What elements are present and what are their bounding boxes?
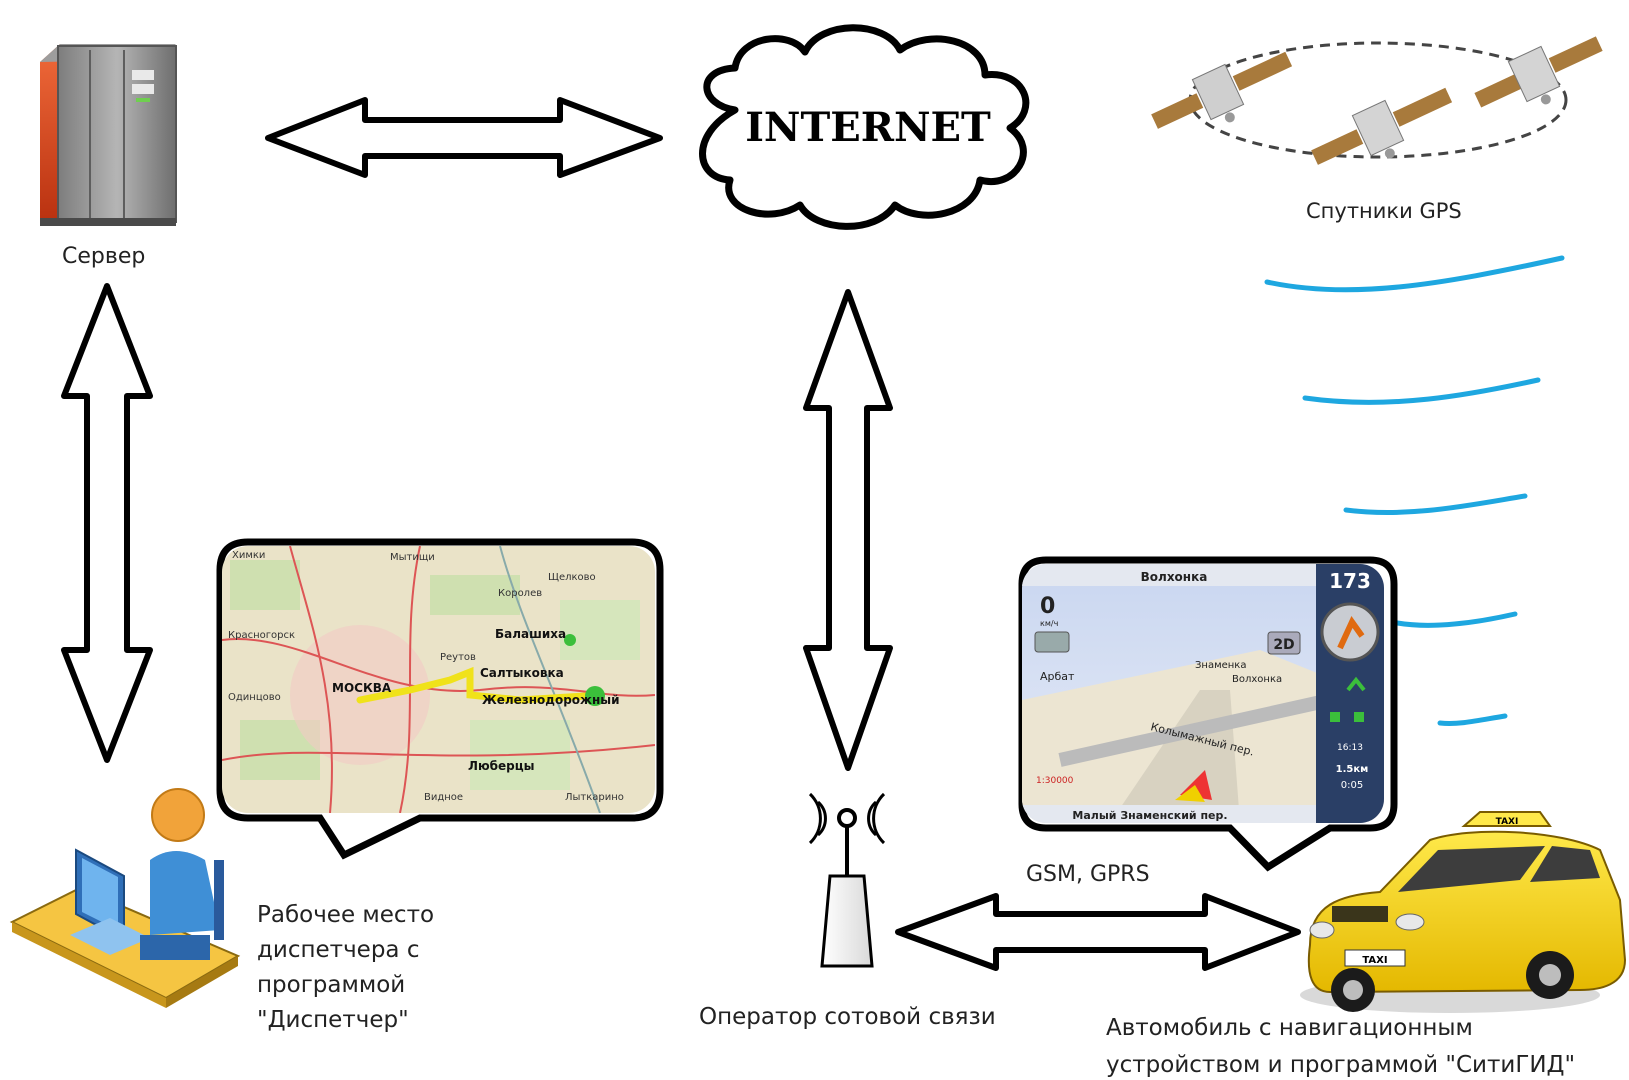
nav-time: 0:05	[1341, 780, 1363, 791]
gsm-gprs-link-label: GSM, GPRS	[1026, 862, 1150, 887]
svg-text:Реутов: Реутов	[440, 652, 476, 663]
nav-clock: 16:13	[1337, 743, 1363, 753]
svg-text:Щелково: Щелково	[548, 572, 596, 583]
dispatcher-map-bubble: Химки Мытищи Королев Щелково Балашиха Ре…	[216, 538, 664, 860]
svg-text:Волхонка: Волхонка	[1232, 674, 1282, 685]
svg-text:Одинцово: Одинцово	[228, 692, 281, 703]
gps-satellites-label: Спутники GPS	[1306, 199, 1462, 223]
svg-text:Химки: Химки	[232, 550, 265, 561]
navigator-bubble: Волхонка 0 км/ч 2D 173 16:13 1.5км 0:05 …	[1018, 556, 1398, 872]
gps-satellites-icon	[1151, 36, 1603, 165]
nav-speed-unit: км/ч	[1040, 619, 1058, 628]
arrow-internet-operator	[803, 289, 893, 771]
nav-speed: 0	[1040, 594, 1055, 619]
cell-operator-label: Оператор сотовой связи	[699, 1004, 996, 1030]
arrow-operator-car	[895, 893, 1301, 971]
internet-cloud-icon	[699, 24, 1030, 230]
svg-text:Люберцы: Люберцы	[468, 759, 535, 773]
gps-signal-waves	[1264, 255, 1565, 726]
svg-text:МОСКВА: МОСКВА	[332, 681, 392, 695]
svg-text:Красногорск: Красногорск	[228, 630, 295, 641]
svg-text:Балашиха: Балашиха	[495, 627, 566, 641]
taxi-car-icon: TAXI TAXI	[1300, 811, 1627, 1013]
cell-tower-icon	[808, 792, 886, 968]
nav-street-top: Волхонка	[1141, 570, 1208, 584]
internet-label: INTERNET	[745, 104, 991, 151]
arrow-server-dispatcher	[61, 283, 153, 763]
navigator-screen: Волхонка 0 км/ч 2D 173 16:13 1.5км 0:05 …	[1022, 564, 1384, 823]
svg-text:Видное: Видное	[424, 792, 463, 803]
nav-mode: 2D	[1273, 637, 1294, 653]
svg-text:Салтыковка: Салтыковка	[480, 666, 564, 680]
svg-text:Железнодорожный: Железнодорожный	[482, 693, 620, 707]
svg-text:Арбат: Арбат	[1040, 670, 1075, 683]
map-place-labels: Химки Мытищи Королев Щелково Балашиха Ре…	[228, 550, 624, 803]
svg-text:Знаменка: Знаменка	[1195, 660, 1246, 671]
dispatcher-label: Рабочее место диспетчера с программой "Д…	[257, 902, 435, 1033]
city-map: Химки Мытищи Королев Щелково Балашиха Ре…	[222, 546, 655, 813]
nav-street-bottom: Малый Знаменский пер.	[1072, 809, 1227, 822]
svg-text:Мытищи: Мытищи	[390, 552, 435, 563]
nav-distance: 1.5км	[1336, 764, 1369, 775]
svg-text:Лыткарино: Лыткарино	[565, 792, 624, 803]
car-label: Автомобиль с навигационным устройством и…	[1106, 1015, 1576, 1078]
server-label: Сервер	[62, 244, 146, 269]
server-icon	[40, 44, 177, 226]
svg-text:Королев: Королев	[498, 588, 542, 599]
arrow-server-internet	[265, 97, 663, 178]
taxi-roof-sign: TAXI	[1496, 817, 1519, 827]
dispatcher-workstation-icon	[9, 788, 241, 1008]
nav-scale: 1:30000	[1036, 776, 1074, 786]
nav-heading: 173	[1329, 569, 1371, 593]
taxi-plate: TAXI	[1362, 955, 1387, 966]
